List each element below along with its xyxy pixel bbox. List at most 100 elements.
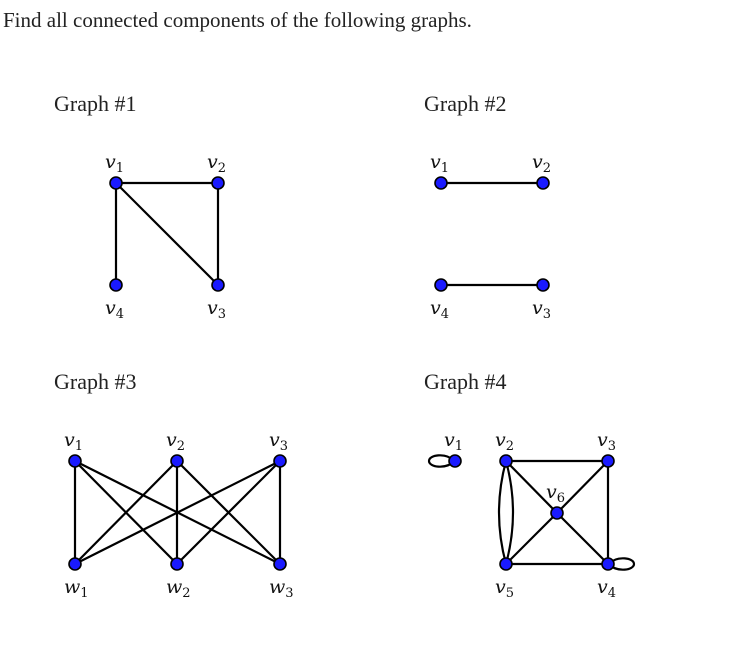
vertex-w2 bbox=[170, 557, 184, 571]
edge-v2-w1 bbox=[74, 460, 178, 565]
vertex-label-v3: v3 bbox=[269, 429, 288, 454]
edge-v6-v5 bbox=[505, 512, 558, 565]
vertex-label-sub: 4 bbox=[116, 307, 124, 322]
vertex-label-w3: w3 bbox=[269, 576, 294, 601]
vertex-v1 bbox=[68, 454, 82, 468]
vertex-label-sub: 1 bbox=[80, 586, 88, 601]
vertex-label-sub: 3 bbox=[608, 439, 616, 454]
vertex-label-base: w bbox=[64, 576, 80, 598]
vertex-label-sub: 2 bbox=[177, 439, 185, 454]
vertex-label-sub: 2 bbox=[506, 439, 514, 454]
edge-v6-v4 bbox=[556, 512, 609, 565]
vertex-label-v4: v4 bbox=[430, 297, 449, 322]
vertex-w3 bbox=[273, 557, 287, 571]
vertex-label-sub: 2 bbox=[543, 161, 551, 176]
vertex-v2 bbox=[536, 176, 550, 190]
vertex-v3 bbox=[601, 454, 615, 468]
vertex-v5 bbox=[499, 557, 513, 571]
vertex-v3 bbox=[273, 454, 287, 468]
vertex-label-v3: v3 bbox=[207, 297, 226, 322]
vertex-label-v4: v4 bbox=[105, 297, 124, 322]
vertex-label-sub: 6 bbox=[557, 491, 565, 506]
vertex-label-base: v bbox=[597, 576, 608, 598]
vertex-label-base: v bbox=[64, 429, 75, 451]
vertex-label-sub: 3 bbox=[218, 307, 226, 322]
vertex-label-base: v bbox=[444, 429, 455, 451]
vertex-label-sub: 3 bbox=[543, 307, 551, 322]
vertex-label-base: v bbox=[166, 429, 177, 451]
vertex-label-base: v bbox=[105, 151, 116, 173]
vertex-label-base: w bbox=[166, 576, 182, 598]
vertex-label-sub: 3 bbox=[285, 586, 293, 601]
loop-v4 bbox=[607, 557, 636, 571]
vertex-label-v6: v6 bbox=[546, 481, 565, 506]
vertex-v2 bbox=[499, 454, 513, 468]
vertex-v3 bbox=[211, 278, 225, 292]
graph-4-title: Graph #4 bbox=[424, 369, 507, 394]
vertex-label-v1: v1 bbox=[444, 429, 463, 454]
vertex-label-base: w bbox=[269, 576, 285, 598]
vertex-v1 bbox=[434, 176, 448, 190]
vertex-label-v2: v2 bbox=[166, 429, 185, 454]
vertex-v3 bbox=[536, 278, 550, 292]
vertex-v2 bbox=[211, 176, 225, 190]
graph-3-title: Graph #3 bbox=[54, 369, 137, 394]
vertex-label-base: v bbox=[532, 151, 543, 173]
graph-2-title: Graph #2 bbox=[424, 91, 507, 116]
vertex-label-base: v bbox=[430, 297, 441, 319]
vertex-v4 bbox=[109, 278, 123, 292]
vertex-label-v3: v3 bbox=[532, 297, 551, 322]
vertex-v1 bbox=[109, 176, 123, 190]
vertex-label-base: v bbox=[269, 429, 280, 451]
vertex-label-sub: 1 bbox=[441, 161, 449, 176]
vertex-label-sub: 4 bbox=[608, 586, 616, 601]
vertex-label-w1: w1 bbox=[64, 576, 89, 601]
edge-v2-v6 bbox=[505, 460, 558, 514]
edge-v3-w1 bbox=[74, 460, 281, 565]
vertex-label-v2: v2 bbox=[495, 429, 514, 454]
vertex-label-v3: v3 bbox=[597, 429, 616, 454]
vertex-label-sub: 5 bbox=[506, 586, 514, 601]
vertex-v4 bbox=[434, 278, 448, 292]
vertex-label-w2: w2 bbox=[166, 576, 191, 601]
edge-v2-v5-2 bbox=[504, 460, 515, 565]
vertex-label-base: v bbox=[495, 429, 506, 451]
vertex-label-sub: 2 bbox=[218, 161, 226, 176]
vertex-label-v2: v2 bbox=[532, 151, 551, 176]
vertex-label-base: v bbox=[532, 297, 543, 319]
vertex-v6 bbox=[550, 506, 564, 520]
vertex-label-v1: v1 bbox=[430, 151, 449, 176]
vertex-v4 bbox=[601, 557, 615, 571]
vertex-label-sub: 1 bbox=[75, 439, 83, 454]
graph-1-title: Graph #1 bbox=[54, 91, 137, 116]
vertex-label-base: v bbox=[546, 481, 557, 503]
vertex-label-sub: 4 bbox=[441, 307, 449, 322]
vertex-v2 bbox=[170, 454, 184, 468]
vertex-v1 bbox=[448, 454, 462, 468]
problem-prompt: Find all connected components of the fol… bbox=[3, 8, 472, 32]
edge-v3-w2 bbox=[176, 460, 281, 565]
vertex-w1 bbox=[68, 557, 82, 571]
vertex-label-base: v bbox=[430, 151, 441, 173]
loop-v1 bbox=[427, 454, 456, 468]
vertex-label-base: v bbox=[495, 576, 506, 598]
edge-v2-v5-1 bbox=[497, 460, 508, 565]
vertex-label-v1: v1 bbox=[105, 151, 124, 176]
vertex-label-v2: v2 bbox=[207, 151, 226, 176]
edge-v1-v3 bbox=[115, 182, 219, 286]
vertex-label-sub: 1 bbox=[116, 161, 124, 176]
vertex-label-sub: 1 bbox=[455, 439, 463, 454]
vertex-label-v5: v5 bbox=[495, 576, 514, 601]
vertex-label-base: v bbox=[597, 429, 608, 451]
vertex-label-sub: 2 bbox=[182, 586, 190, 601]
vertex-label-v1: v1 bbox=[64, 429, 83, 454]
vertex-label-base: v bbox=[207, 297, 218, 319]
vertex-label-base: v bbox=[207, 151, 218, 173]
vertex-label-v4: v4 bbox=[597, 576, 616, 601]
vertex-label-sub: 3 bbox=[280, 439, 288, 454]
